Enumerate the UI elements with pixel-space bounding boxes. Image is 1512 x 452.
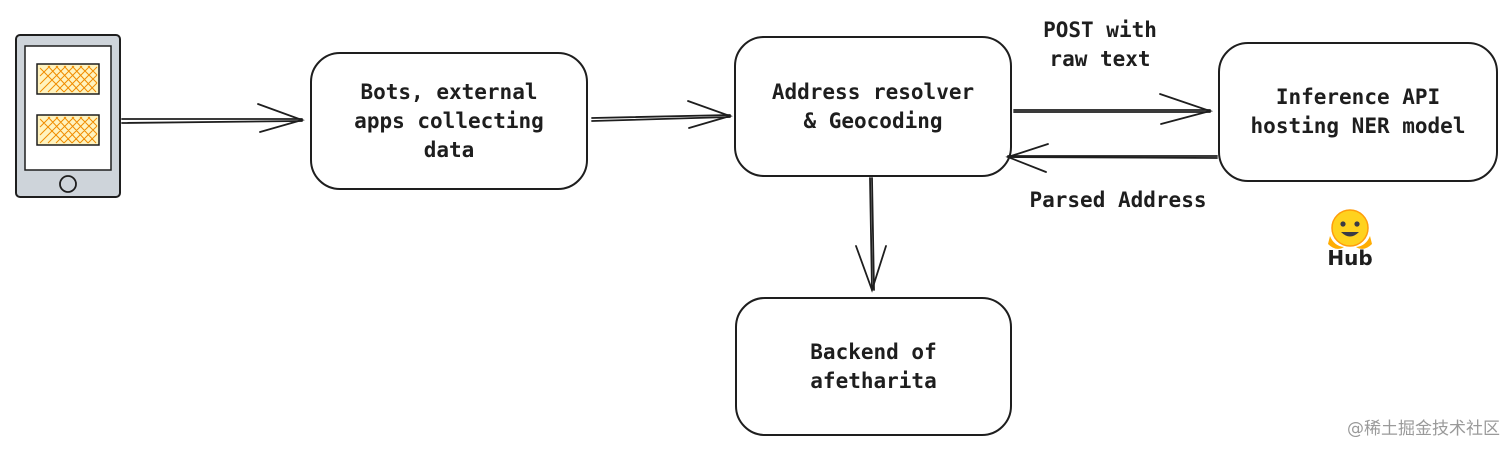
watermark: @稀土掘金技术社区: [1347, 419, 1500, 439]
arrow-parsed-address: [1005, 143, 1218, 173]
parsed-address-label: Parsed Address: [1029, 188, 1207, 212]
address-resolver-node: Address resolver & Geocoding: [734, 36, 1012, 177]
content-card-bottom: [36, 114, 100, 146]
arrow-bots-to-resolver: [591, 100, 733, 129]
inference-api-node: Inference API hosting NER model: [1218, 42, 1498, 182]
bots-collector-label: Bots, external apps collecting data: [354, 79, 544, 162]
home-button-icon: [59, 175, 77, 193]
content-card-top: [36, 63, 100, 95]
address-resolver-label: Address resolver & Geocoding: [771, 79, 975, 133]
hub-label: Hub: [1327, 246, 1373, 270]
post-request-label: POST with raw text: [1043, 18, 1157, 71]
inference-api-label: Inference API hosting NER model: [1250, 85, 1466, 138]
backend-label: Backend of afetharita: [810, 339, 937, 393]
bots-collector-node: Bots, external apps collecting data: [310, 52, 588, 190]
mobile-phone-icon: [15, 34, 121, 198]
arrow-device-to-bots: [121, 103, 305, 133]
arrow-post-request: [1013, 93, 1214, 125]
hub-badge: Hub: [1318, 208, 1382, 274]
arrow-resolver-to-backend: [855, 177, 887, 293]
hugging-face-icon: [1328, 209, 1372, 249]
backend-node: Backend of afetharita: [735, 297, 1012, 436]
